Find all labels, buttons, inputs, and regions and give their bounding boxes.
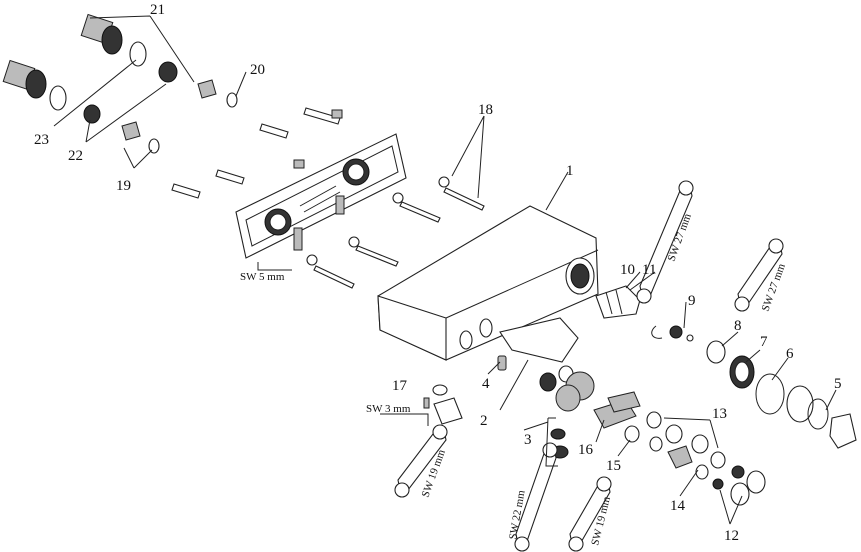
- cartridge-parts-right: [595, 285, 857, 449]
- callout-21: 21: [150, 2, 165, 18]
- callout-17: 17: [392, 378, 408, 394]
- leader-lines: [53, 15, 837, 525]
- wrench-sw22: [514, 442, 558, 552]
- callout-15: 15: [606, 458, 621, 474]
- cartridge-parts-lower: [497, 355, 663, 459]
- label-sw5: SW 5 mm: [240, 271, 285, 283]
- callout-3: 3: [524, 432, 532, 448]
- callout-numbers: 1 2 3 4 5 6 7 8 9 10 11 12 13 14 15 16 1…: [34, 2, 842, 544]
- thermostat-body: [377, 205, 599, 363]
- callout-22: 22: [68, 148, 83, 164]
- callout-9: 9: [688, 293, 696, 309]
- connector-group: [2, 13, 238, 154]
- wrench-sw19-left: [394, 424, 448, 498]
- callout-11: 11: [642, 262, 656, 278]
- callout-20: 20: [250, 62, 265, 78]
- callout-10: 10: [620, 262, 635, 278]
- callout-8: 8: [734, 318, 742, 334]
- callout-5: 5: [834, 376, 842, 392]
- wrench-sw19-bottom: [568, 476, 612, 552]
- wall-anchor-bolts: [171, 107, 343, 199]
- wrench-sw27-right: [734, 238, 784, 312]
- callout-7: 7: [760, 334, 768, 350]
- callout-4: 4: [482, 376, 490, 392]
- hex-key-5mm: [257, 262, 292, 271]
- callout-16: 16: [578, 442, 594, 458]
- callout-6: 6: [786, 346, 794, 362]
- wrench-sw27-top: [636, 180, 694, 304]
- callout-23: 23: [34, 132, 49, 148]
- callout-1: 1: [566, 163, 574, 179]
- grub-screw-parts: [380, 384, 463, 426]
- callout-2: 2: [480, 413, 488, 429]
- label-sw3: SW 3 mm: [366, 403, 411, 415]
- callout-19: 19: [116, 178, 131, 194]
- callout-14: 14: [670, 498, 686, 514]
- callout-12: 12: [724, 528, 739, 544]
- fixing-screws: [306, 176, 485, 289]
- callout-18: 18: [478, 102, 493, 118]
- wall-mounting-plate: [235, 133, 407, 259]
- callout-13: 13: [712, 406, 727, 422]
- cap-parts: [665, 424, 766, 506]
